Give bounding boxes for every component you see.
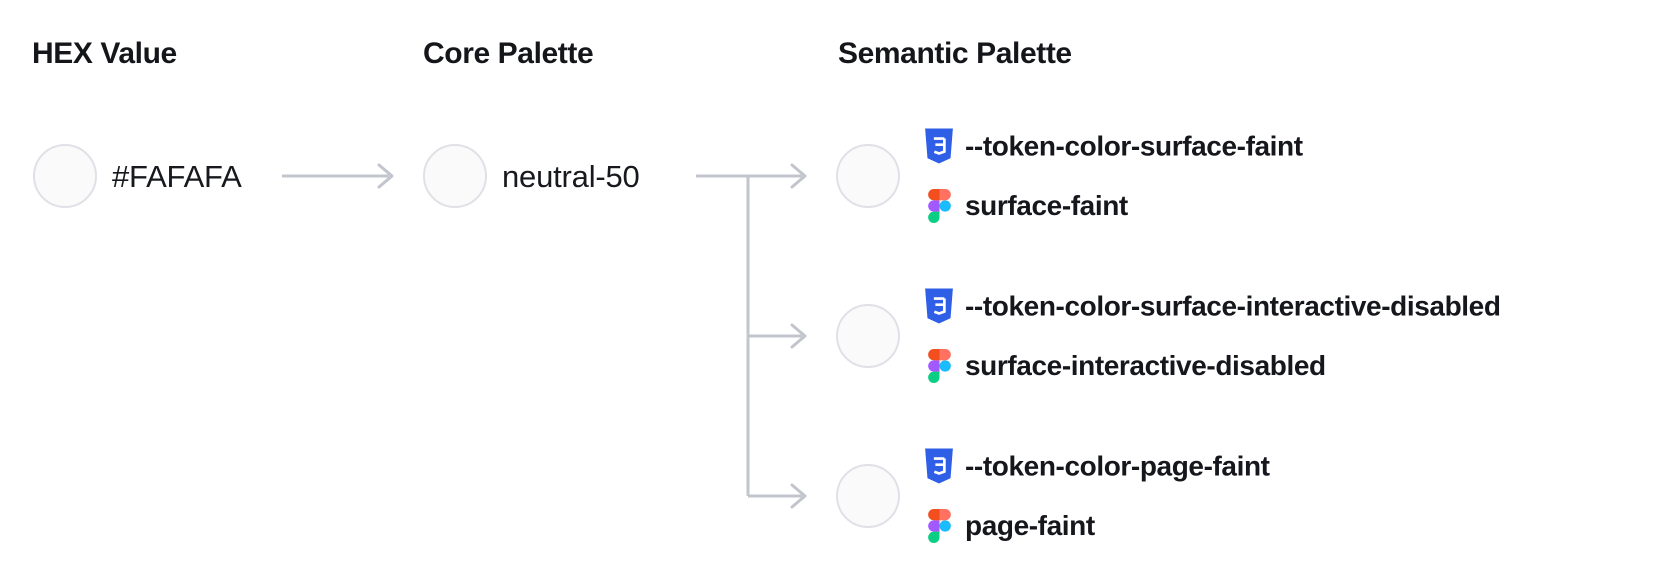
- css3-icon: [925, 448, 953, 484]
- header-hex-value: HEX Value: [32, 37, 177, 70]
- figma-token-label: page-faint: [965, 510, 1095, 541]
- core-palette-label: neutral-50: [502, 159, 640, 194]
- css3-icon: [925, 128, 953, 164]
- figma-icon: [925, 509, 953, 543]
- arrowhead-semantic-1: [790, 163, 807, 189]
- figma-icon: [925, 189, 953, 223]
- hex-value-label: #FAFAFA: [112, 159, 242, 194]
- figma-icon: [925, 349, 953, 383]
- figma-token-row: surface-faint: [925, 189, 1128, 223]
- figma-token-row: page-faint: [925, 509, 1095, 543]
- hex-color-swatch: [33, 144, 97, 208]
- css3-icon: [925, 288, 953, 324]
- semantic-swatch-surface-faint: [836, 144, 900, 208]
- figma-token-label: surface-interactive-disabled: [965, 350, 1326, 381]
- arrowhead-semantic-3: [790, 483, 807, 509]
- css-token-label: --token-color-surface-faint: [965, 130, 1303, 161]
- figma-token-row: surface-interactive-disabled: [925, 349, 1326, 383]
- semantic-swatch-surface-interactive-disabled: [836, 304, 900, 368]
- semantic-swatch-page-faint: [836, 464, 900, 528]
- header-semantic-palette: Semantic Palette: [838, 37, 1072, 70]
- css-token-row: --token-color-page-faint: [925, 448, 1270, 484]
- core-color-swatch: [423, 144, 487, 208]
- css-token-label: --token-color-surface-interactive-disabl…: [965, 290, 1501, 321]
- header-core-palette: Core Palette: [423, 37, 594, 70]
- figma-token-label: surface-faint: [965, 190, 1128, 221]
- css-token-row: --token-color-surface-interactive-disabl…: [925, 288, 1501, 324]
- arrowhead-semantic-2: [790, 323, 807, 349]
- css-token-label: --token-color-page-faint: [965, 450, 1270, 481]
- arrowhead-hex-to-core: [377, 163, 394, 189]
- css-token-row: --token-color-surface-faint: [925, 128, 1303, 164]
